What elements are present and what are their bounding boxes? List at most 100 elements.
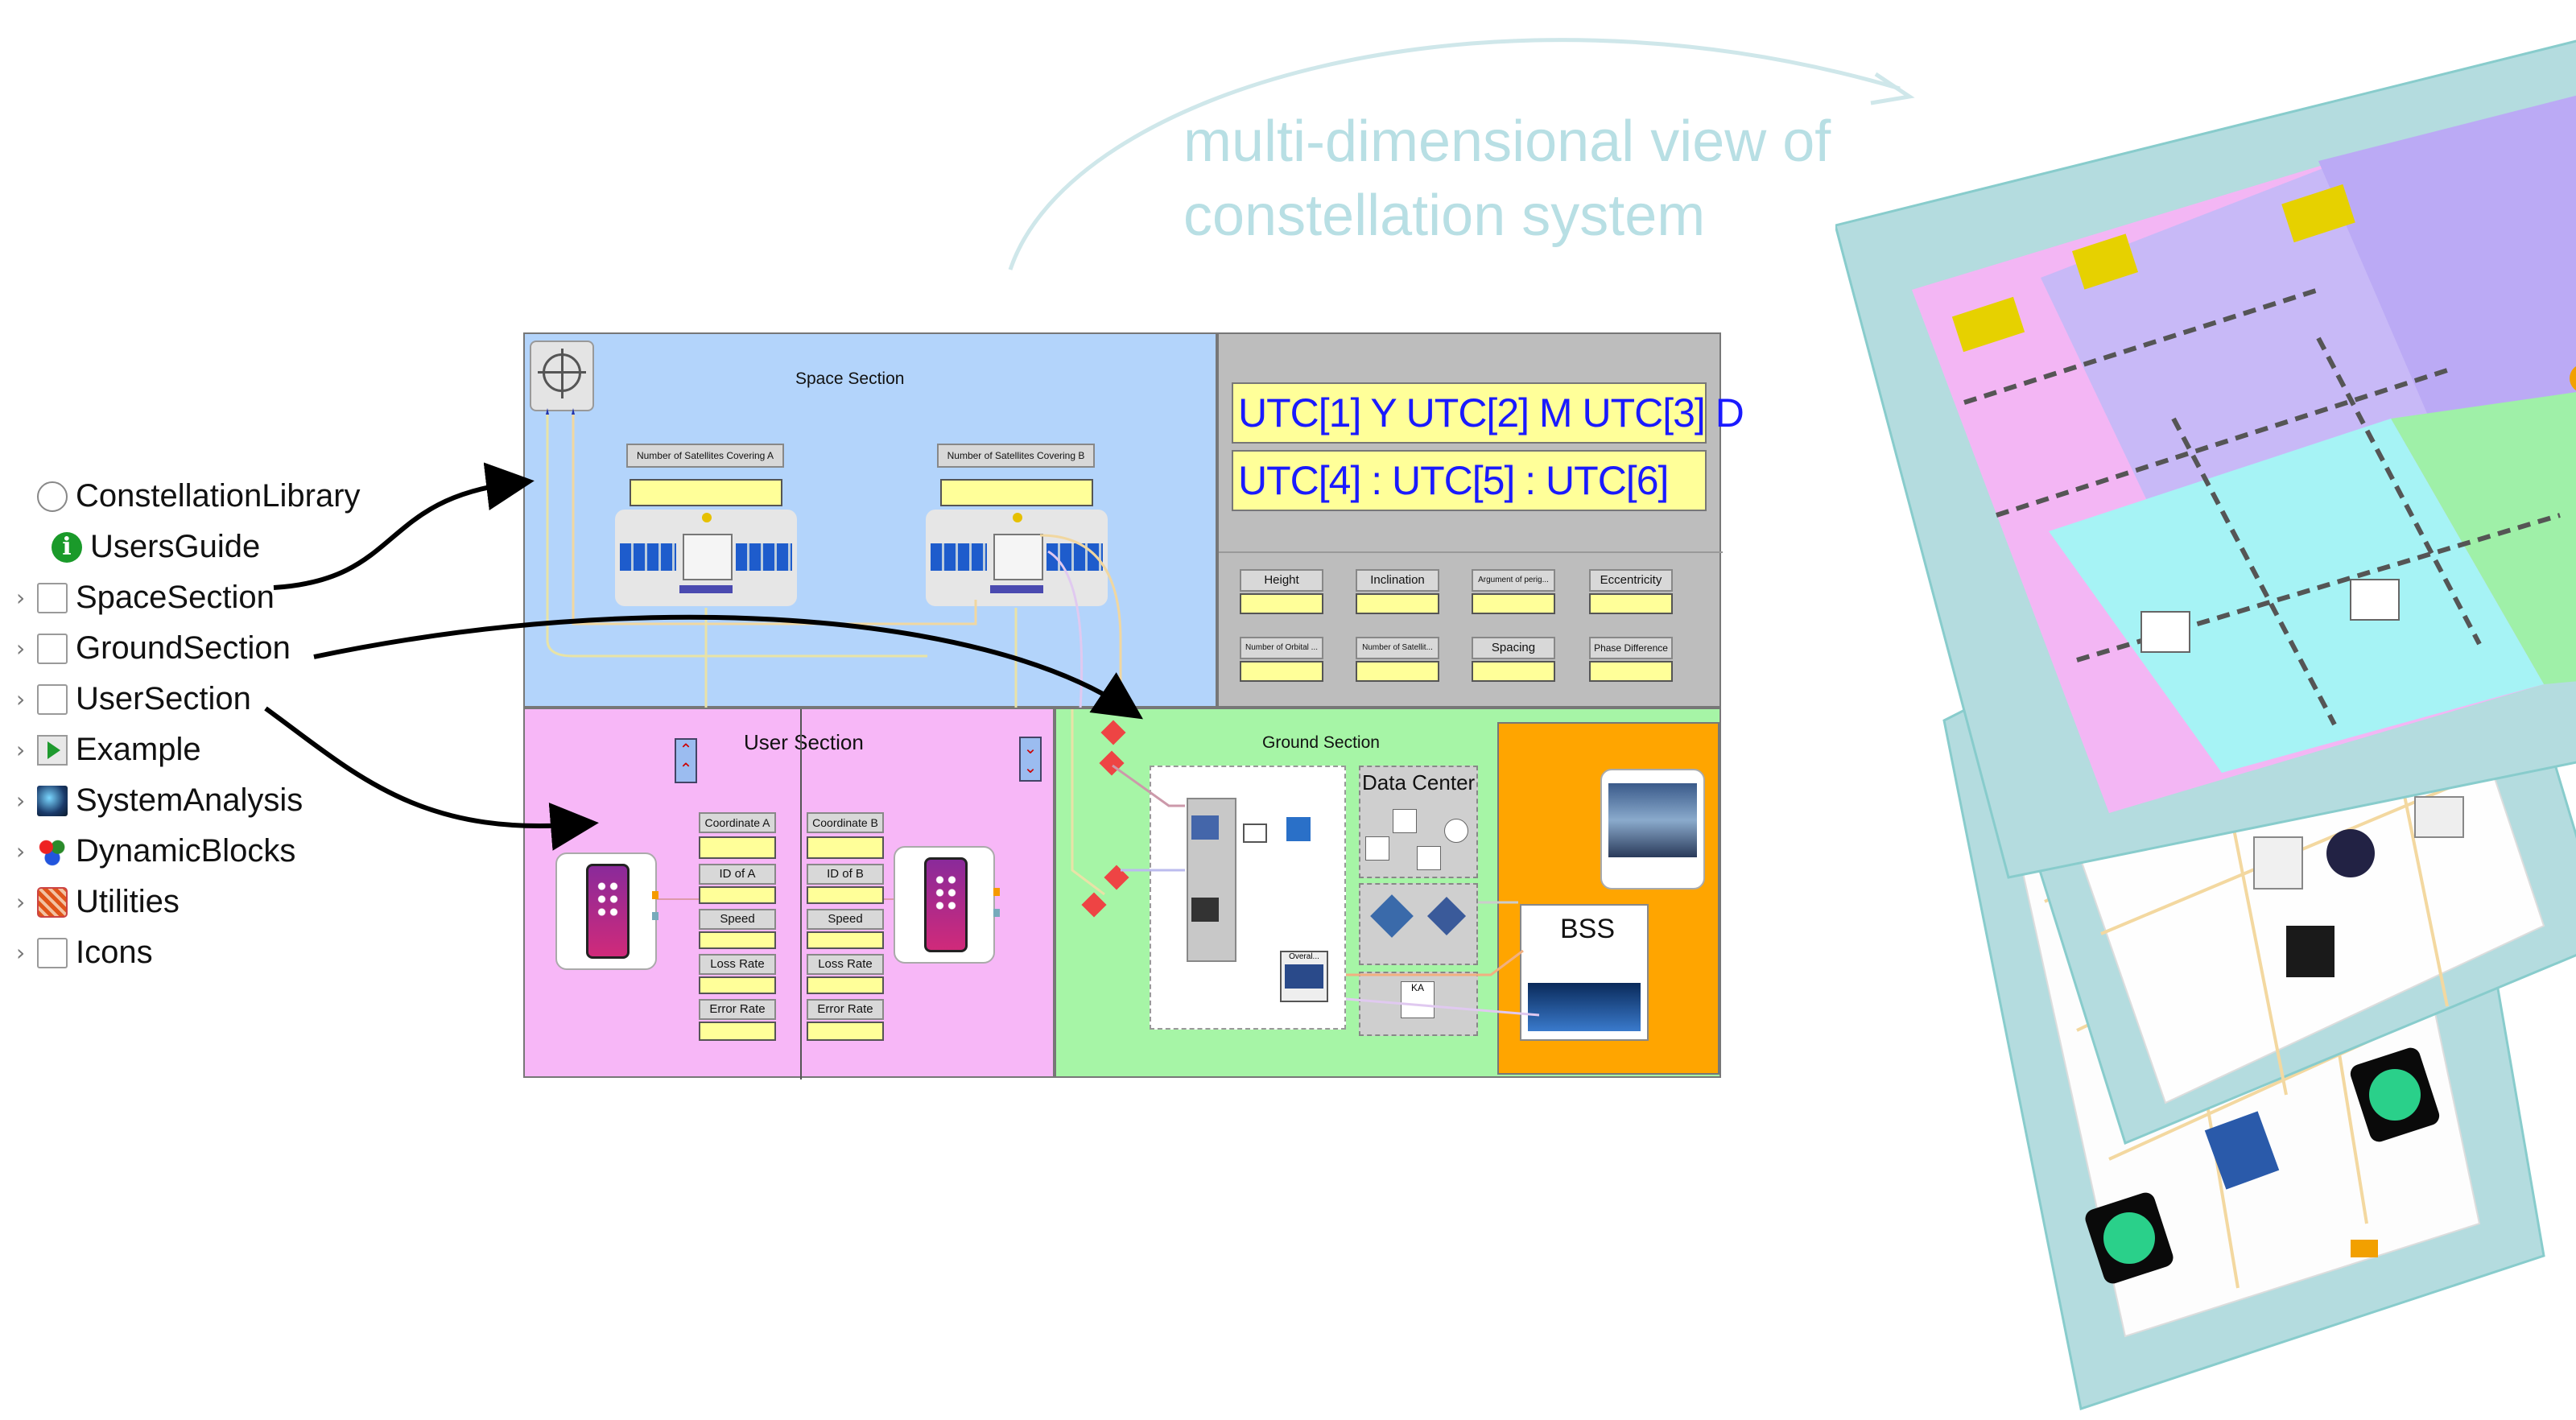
bss-block[interactable]: BSS	[1520, 904, 1649, 1041]
tree-item-label: Example	[76, 732, 201, 767]
ground-section-panel: Ground Section Overal... Data Center KA	[1055, 708, 1721, 1078]
tree-item-icons[interactable]: › Icons	[16, 927, 370, 978]
tree-item-space-section[interactable]: › SpaceSection	[16, 572, 370, 623]
ka-block[interactable]: KA	[1359, 972, 1478, 1036]
user-b-speed-label: Speed	[807, 909, 884, 930]
covering-b-field[interactable]	[940, 479, 1093, 506]
param-height[interactable]: Height	[1240, 569, 1323, 616]
antenna-a-icon[interactable]	[1191, 815, 1219, 840]
param-field[interactable]	[1356, 593, 1439, 614]
param-label: Number of Orbital ...	[1240, 637, 1323, 659]
param-eccentricity[interactable]: Eccentricity	[1589, 569, 1673, 616]
user-a-id-label: ID of A	[699, 864, 776, 885]
user-b-loss-label: Loss Rate	[807, 954, 884, 975]
param-label: Height	[1240, 569, 1323, 592]
signal-icon[interactable]	[1243, 824, 1267, 843]
tree-item-user-section[interactable]: › UserSection	[16, 674, 370, 724]
param-field[interactable]	[1240, 661, 1323, 682]
utc-panel: UTC[1] Y UTC[2] M UTC[3] D UTC[4] : UTC[…	[1217, 332, 1744, 708]
chevron-right-icon[interactable]: ›	[16, 838, 26, 865]
control-room-image[interactable]	[1600, 769, 1705, 890]
tree-item-label: UsersGuide	[90, 529, 261, 564]
user-section-panel: User Section ⌃⌃ ⌄⌄ Coordinate A ID of A …	[523, 708, 1055, 1079]
param-field[interactable]	[1589, 661, 1673, 682]
tree-item-label: DynamicBlocks	[76, 833, 296, 869]
param-argument-of-perigee[interactable]: Argument of perig...	[1472, 569, 1555, 616]
ka-label: KA	[1410, 982, 1424, 993]
processor-icon[interactable]	[1286, 817, 1311, 841]
param-field[interactable]	[1356, 661, 1439, 682]
user-a-coordinate-field[interactable]	[699, 836, 776, 859]
chevron-right-icon[interactable]: ›	[16, 635, 26, 662]
user-terminal-b-icon[interactable]	[894, 846, 995, 964]
user-a-loss-field[interactable]	[699, 976, 776, 994]
param-label: Inclination	[1356, 569, 1439, 592]
caption-line2: constellation system	[1183, 184, 1706, 248]
user-b-speed-field[interactable]	[807, 931, 884, 949]
info-icon: i	[52, 531, 82, 563]
earth-icon[interactable]	[530, 341, 594, 411]
user-a-id-field[interactable]	[699, 886, 776, 904]
ground-wires	[1071, 709, 1540, 1017]
chevron-up-icon[interactable]: ⌃⌃	[675, 738, 697, 783]
user-a-loss-label: Loss Rate	[699, 954, 776, 975]
param-number-of-satellites[interactable]: Number of Satellit...	[1356, 637, 1439, 683]
chevron-right-icon[interactable]: ›	[16, 889, 26, 915]
param-field[interactable]	[1240, 593, 1323, 614]
tree-item-ground-section[interactable]: › GroundSection	[16, 623, 370, 674]
layer-top	[1835, 39, 2576, 879]
param-phase-difference[interactable]: Phase Difference	[1589, 637, 1673, 683]
param-field[interactable]	[1472, 593, 1555, 614]
user-wires	[652, 888, 1000, 920]
tree-item-label: UserSection	[76, 681, 251, 716]
param-label: Spacing	[1472, 637, 1555, 659]
play-icon	[37, 734, 68, 766]
user-b-loss-field[interactable]	[807, 976, 884, 994]
satellite-b-icon[interactable]	[926, 510, 1108, 606]
tree-item-constellation-library[interactable]: ConstellationLibrary	[16, 471, 370, 522]
covering-a-field[interactable]	[630, 479, 782, 506]
user-b-coordinate-field[interactable]	[807, 836, 884, 859]
chevron-right-icon[interactable]: ›	[16, 939, 26, 966]
package-icon	[37, 582, 68, 613]
user-a-column: Coordinate A ID of A Speed Loss Rate Err…	[699, 812, 776, 1041]
satellite-a-icon[interactable]	[615, 510, 797, 606]
tree-item-dynamic-blocks[interactable]: › DynamicBlocks	[16, 826, 370, 877]
tree-item-example[interactable]: › Example	[16, 724, 370, 775]
dynamic-blocks-icon	[37, 836, 68, 867]
user-terminal-a-icon[interactable]	[555, 852, 657, 970]
antenna-b-icon[interactable]	[1191, 898, 1219, 922]
user-b-error-field[interactable]	[807, 1022, 884, 1041]
tree-item-users-guide[interactable]: i UsersGuide	[16, 522, 370, 572]
ground-station-block[interactable]: Overal...	[1150, 766, 1346, 1030]
overall-block[interactable]: Overal...	[1280, 951, 1328, 1002]
tree-item-system-analysis[interactable]: › SystemAnalysis	[16, 775, 370, 826]
data-center-block[interactable]: Data Center	[1359, 766, 1478, 878]
param-label: Phase Difference	[1589, 637, 1673, 659]
chevron-right-icon[interactable]: ›	[16, 787, 26, 814]
chevron-right-icon[interactable]: ›	[16, 737, 26, 763]
user-b-id-field[interactable]	[807, 886, 884, 904]
param-field[interactable]	[1472, 661, 1555, 682]
chevron-right-icon[interactable]: ›	[16, 686, 26, 712]
user-b-column: Coordinate B ID of B Speed Loss Rate Err…	[807, 812, 884, 1041]
param-number-of-orbital[interactable]: Number of Orbital ...	[1240, 637, 1323, 683]
param-spacing[interactable]: Spacing	[1472, 637, 1555, 683]
data-center-block-2[interactable]	[1359, 883, 1478, 965]
package-icon	[37, 633, 68, 664]
tree-item-label: ConstellationLibrary	[76, 478, 361, 514]
data-center-title: Data Center	[1362, 770, 1476, 795]
chevron-right-icon[interactable]: ›	[16, 584, 26, 611]
bss-panel: BSS	[1497, 722, 1719, 1075]
covering-a-label: Number of Satellites Covering A	[626, 444, 784, 468]
overall-label: Overal...	[1289, 952, 1319, 961]
tree-item-utilities[interactable]: › Utilities	[16, 877, 370, 927]
system-analysis-icon	[37, 785, 68, 816]
user-a-speed-field[interactable]	[699, 931, 776, 949]
user-a-error-field[interactable]	[699, 1022, 776, 1041]
param-field[interactable]	[1589, 593, 1673, 614]
param-inclination[interactable]: Inclination	[1356, 569, 1439, 616]
chevron-down-icon[interactable]: ⌄⌄	[1019, 737, 1042, 782]
